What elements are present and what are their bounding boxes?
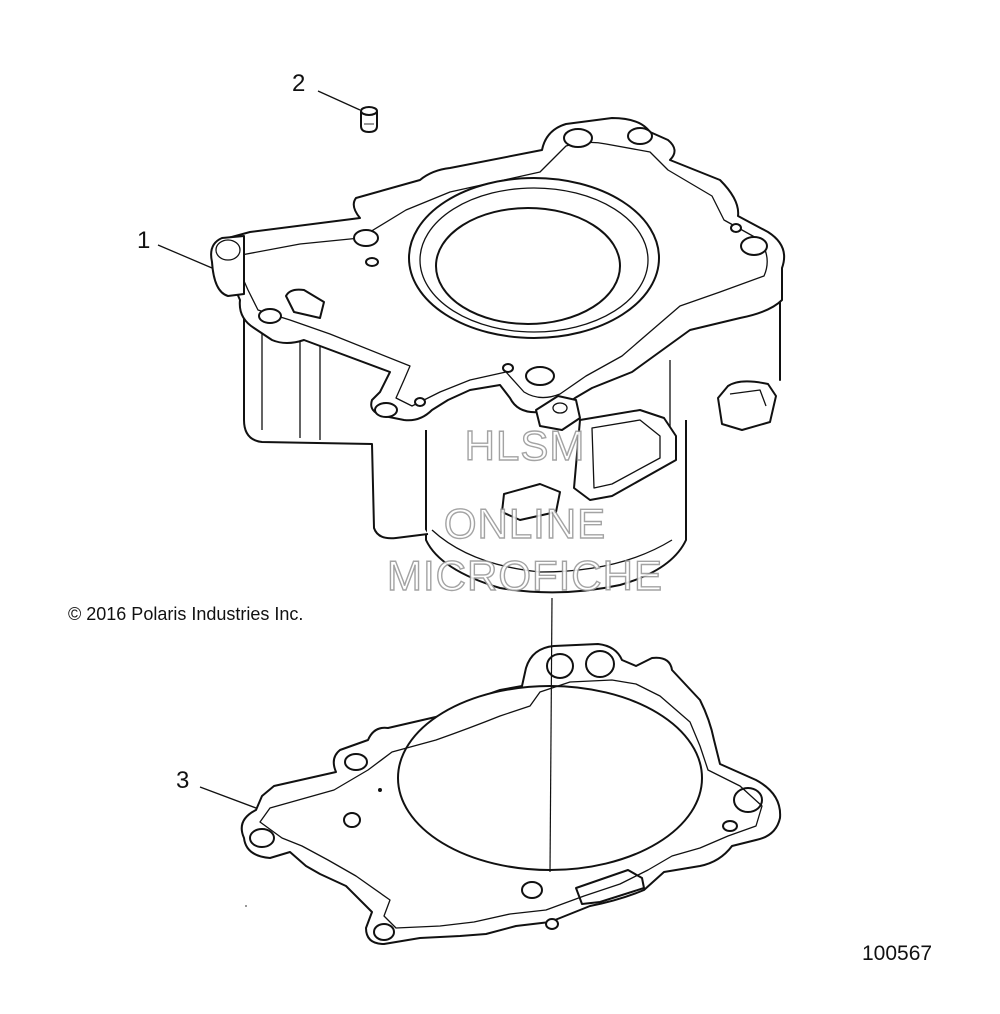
gasket-part-3: [240, 643, 782, 945]
leader-line-3: [199, 786, 257, 809]
dowel-pin-part-2: [360, 106, 378, 133]
center-axis-line: [549, 597, 553, 873]
callout-3: 3: [176, 767, 190, 794]
figure-number: 100567: [862, 942, 933, 965]
leader-line-1: [157, 244, 213, 269]
watermark-line-2: ONLINE: [443, 499, 607, 547]
cylinder-part-1: [210, 117, 786, 594]
watermark-line-1: HLSM: [464, 421, 586, 469]
callout-2: 2: [292, 70, 306, 97]
leader-line-2: [317, 90, 361, 111]
callout-1: 1: [137, 227, 151, 254]
copyright-notice: © 2016 Polaris Industries Inc.: [68, 604, 304, 624]
stray-mark: [245, 905, 247, 907]
watermark-line-3: MICROFICHE: [386, 551, 663, 599]
